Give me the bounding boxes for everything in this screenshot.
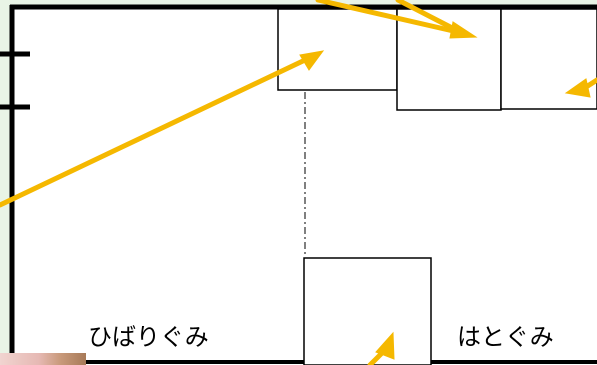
arrow-left-head — [299, 50, 325, 71]
arrow-top-shaft-a — [315, 0, 465, 36]
arrow-right-head — [564, 78, 591, 98]
room-label-hato: はとぐみ — [457, 323, 554, 351]
arrow-top-head — [449, 21, 478, 39]
arrow-bottom-head — [375, 331, 395, 360]
cabinet-top-1 — [277, 8, 398, 91]
photo-thumbnail — [0, 353, 86, 365]
cabinet-bottom — [303, 257, 432, 365]
arrow-top-shaft-b — [395, 0, 465, 36]
room-label-hibari: ひばりぐみ — [88, 323, 209, 351]
arrow-left-shaft — [0, 57, 308, 208]
